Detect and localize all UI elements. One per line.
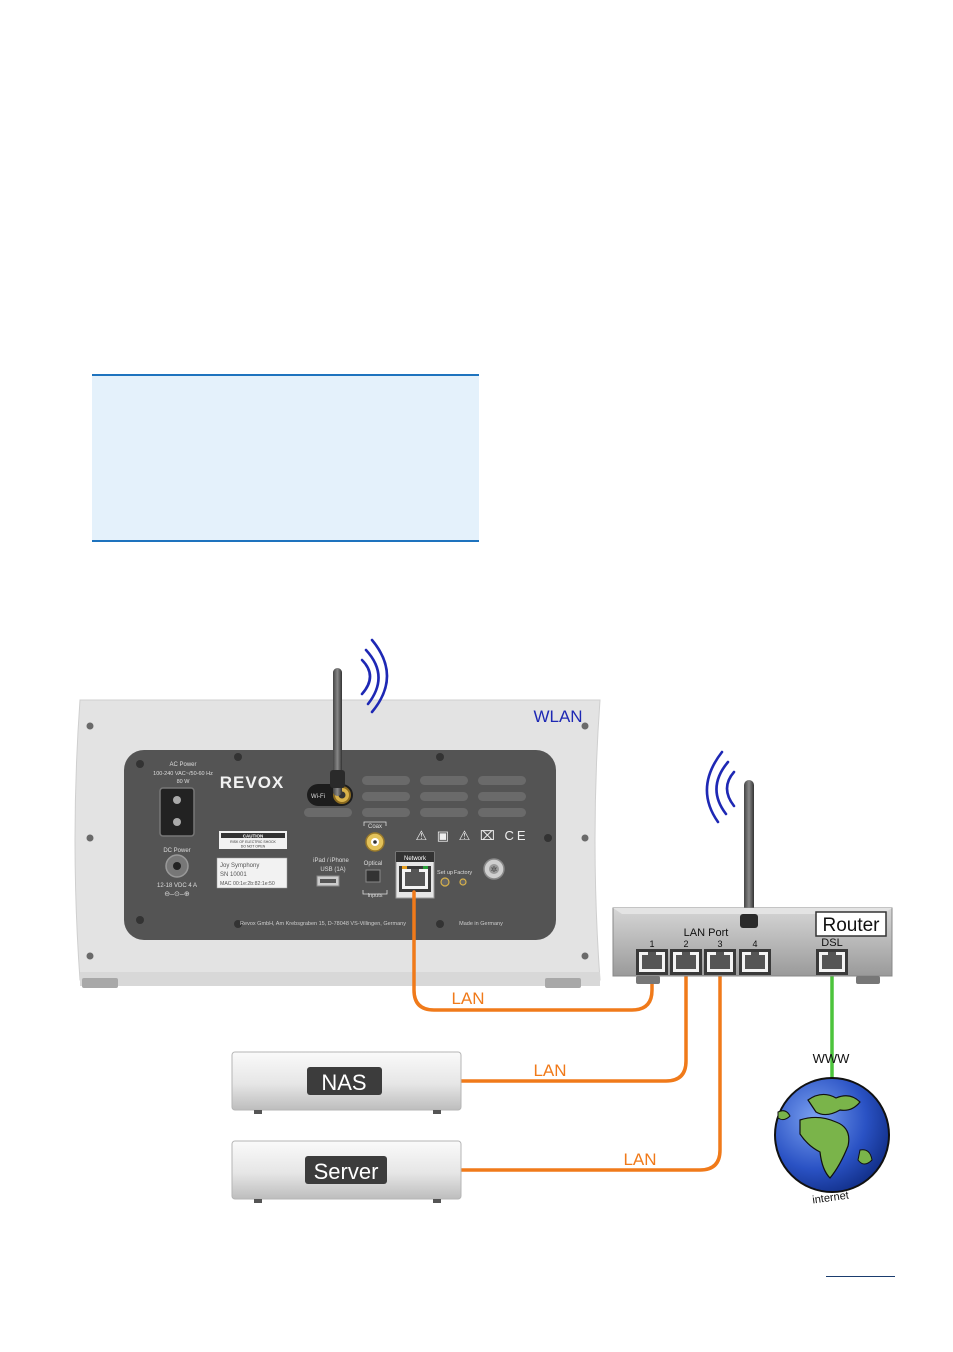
device-wifi-waves-icon xyxy=(360,638,389,714)
device-antenna xyxy=(333,668,342,796)
note-box xyxy=(92,374,479,542)
svg-text:⊖–⊙–⊕: ⊖–⊙–⊕ xyxy=(164,891,190,898)
usb-label2: USB (1A) xyxy=(320,867,345,873)
router: Router LAN Port DSL 1 2 3 4 xyxy=(612,750,893,984)
certification-icons: ⚠ ▣ ⚠ ⌧ CE xyxy=(415,828,528,843)
wifi-label: Wi-Fi xyxy=(311,794,325,800)
server-box: Server xyxy=(231,1140,462,1203)
footer-address: Revox GmbH, Am Krebsgraben 15, D-78048 V… xyxy=(240,921,406,927)
lan-label-3: LAN xyxy=(623,1150,656,1169)
ac-power-spec1: 100-240 VAC~/50-60 Hz xyxy=(153,771,213,777)
caution-line1: RISK OF ELECTRIC SHOCK xyxy=(230,840,276,844)
router-port-4-label: 4 xyxy=(752,939,757,949)
page-rule xyxy=(826,1276,895,1277)
network-port xyxy=(399,866,431,892)
router-port-3-label: 3 xyxy=(717,939,722,949)
optical-port xyxy=(365,869,381,883)
router-port-2 xyxy=(670,949,702,975)
ac-power-socket xyxy=(159,787,195,837)
globe-icon: WWW internet xyxy=(774,1051,890,1207)
lan-label-2: LAN xyxy=(533,1061,566,1080)
nas-box: NAS xyxy=(231,1051,462,1114)
setup-label: Set up xyxy=(437,870,453,876)
dsl-label: DSL xyxy=(821,937,842,949)
device-foot-right xyxy=(545,978,581,988)
optical-label: Optical xyxy=(364,861,383,867)
dc-power-spec: 12-18 VDC 4 A xyxy=(157,883,197,889)
ac-power-title: AC Power xyxy=(169,762,196,768)
factory-button xyxy=(459,878,467,886)
globe-top-label: WWW xyxy=(813,1051,851,1066)
router-wifi-waves-icon xyxy=(705,750,736,824)
router-port-3 xyxy=(704,949,736,975)
coax-label: Coax xyxy=(368,824,382,830)
inputs-label: Inputs xyxy=(368,893,383,899)
router-port-4 xyxy=(739,949,771,975)
caution-title: CAUTION xyxy=(243,834,264,839)
device-foot-left xyxy=(82,978,118,988)
wlan-label: WLAN xyxy=(533,707,582,726)
router-port-1 xyxy=(636,949,668,975)
info-line3: MAC 00:1e:2b:82:1e:50 xyxy=(220,881,275,887)
revox-device: AC Power 100-240 VAC~/50-60 Hz 80 W DC P… xyxy=(74,638,601,988)
factory-label: Factory xyxy=(454,870,473,876)
dc-power-title: DC Power xyxy=(163,848,190,854)
setup-button xyxy=(440,877,450,887)
network-label: Network xyxy=(404,856,427,862)
brand-logo: REVOX xyxy=(220,773,285,792)
svg-text:✲: ✲ xyxy=(491,865,498,874)
footer-made: Made in Germany xyxy=(459,921,503,927)
usb-label1: iPad / iPhone xyxy=(313,858,349,864)
caution-line2: DO NOT OPEN xyxy=(241,845,266,849)
lan-port-label: LAN Port xyxy=(684,927,729,939)
nas-label: NAS xyxy=(321,1070,366,1095)
server-label: Server xyxy=(314,1159,379,1184)
router-title: Router xyxy=(822,915,880,936)
info-line2: SN 10001 xyxy=(220,872,247,878)
router-port-2-label: 2 xyxy=(683,939,688,949)
vent-slots xyxy=(304,776,526,817)
globe-bottom-label: internet xyxy=(812,1190,850,1207)
router-port-1-label: 1 xyxy=(649,939,654,949)
lan-cable-nas xyxy=(458,964,688,1083)
lan-cable-server xyxy=(458,964,722,1172)
ac-power-spec2: 80 W xyxy=(177,779,191,785)
router-dsl-port xyxy=(816,949,848,975)
info-label xyxy=(216,857,288,889)
info-line1: Joy Symphony xyxy=(220,863,259,869)
lan-cable-device xyxy=(412,890,654,1012)
lan-label-1: LAN xyxy=(451,989,484,1008)
router-antenna xyxy=(744,780,754,920)
